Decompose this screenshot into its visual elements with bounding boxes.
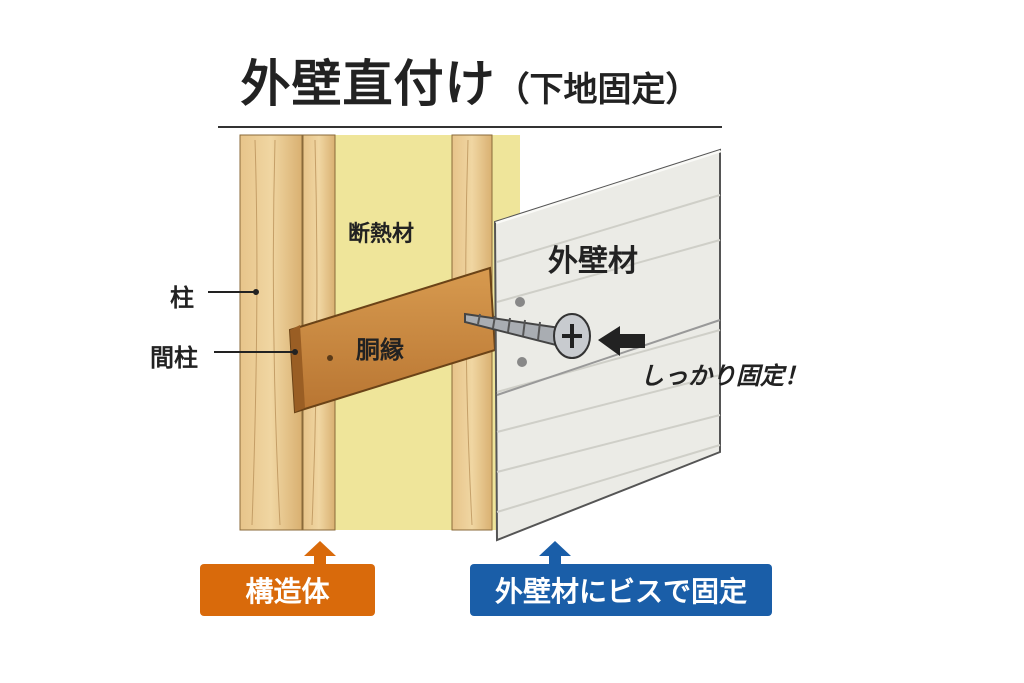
- title-divider: [218, 126, 722, 128]
- arrow-up-icon: [539, 541, 571, 565]
- screw-icon: [464, 312, 591, 359]
- title-main: 外壁直付け: [240, 55, 496, 113]
- title-sub: （下地固定）: [495, 70, 700, 110]
- fixed-label: しっかり固定！: [640, 362, 808, 390]
- arrow-left-icon: [598, 326, 645, 356]
- stud-label: 間柱: [150, 344, 198, 372]
- furring-label: 胴縁: [356, 336, 404, 364]
- screw-fix-box: 外壁材にビスで固定: [470, 564, 772, 616]
- screw-fix-label: 外壁材にビスで固定: [494, 575, 747, 608]
- insulation-label: 断熱材: [348, 222, 415, 247]
- arrow-up-icon: [304, 541, 336, 565]
- post-label: 柱: [170, 284, 194, 312]
- screw-hole: [515, 297, 525, 307]
- structure-box: 構造体: [200, 564, 375, 616]
- page-title: 外壁直付け（下地固定）: [200, 44, 740, 116]
- cladding-label: 外壁材: [548, 244, 638, 279]
- screw-hole: [517, 357, 527, 367]
- structure-label: 構造体: [245, 575, 330, 608]
- nail-head: [327, 355, 333, 361]
